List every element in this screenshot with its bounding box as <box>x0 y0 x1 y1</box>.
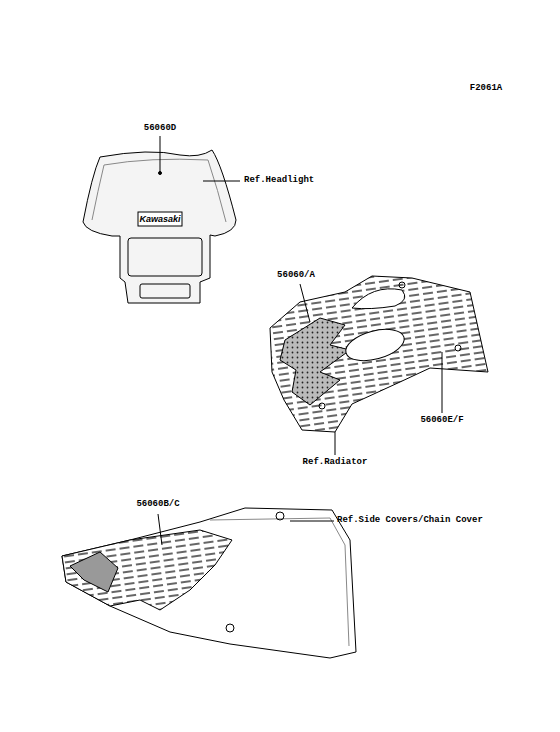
shroud-cutout-top <box>352 289 405 309</box>
leader-line <box>300 284 310 322</box>
headlight-cover <box>83 150 236 303</box>
leader-line <box>203 181 240 182</box>
bolt <box>319 403 325 409</box>
shroud-cutout <box>342 324 407 367</box>
reference-note: Ref.Side Covers/Chain Cover <box>337 516 483 525</box>
side-cover <box>62 508 356 658</box>
radiator-shroud <box>270 276 488 432</box>
brand-logo: Kawasaki <box>139 214 180 224</box>
side-cover-edge <box>210 518 349 646</box>
bolt <box>455 345 461 351</box>
leader-dot <box>159 172 162 175</box>
part-number: 56060E/F <box>420 416 463 425</box>
bolt <box>276 512 284 520</box>
headlight-lower-lens <box>140 284 190 298</box>
headlight-lens <box>128 238 202 276</box>
side-cover-flap <box>70 552 118 592</box>
side-cover-graphic <box>62 530 232 610</box>
part-number: 56060/A <box>277 271 315 280</box>
reference-note: Ref.Radiator <box>303 458 368 467</box>
bolt <box>399 282 405 288</box>
leader-line <box>442 352 443 413</box>
shroud-graphic <box>280 318 350 405</box>
figure-code: F2061A <box>470 84 502 93</box>
leader-line <box>158 514 162 545</box>
leader-line <box>335 432 336 455</box>
part-number: 56060B/C <box>136 500 179 509</box>
logo-decal <box>138 212 182 226</box>
reference-note: Ref.Headlight <box>244 176 314 185</box>
leader-line <box>160 136 161 172</box>
leader-line <box>290 521 334 522</box>
part-number: 56060D <box>144 124 176 133</box>
bolt <box>226 624 234 632</box>
